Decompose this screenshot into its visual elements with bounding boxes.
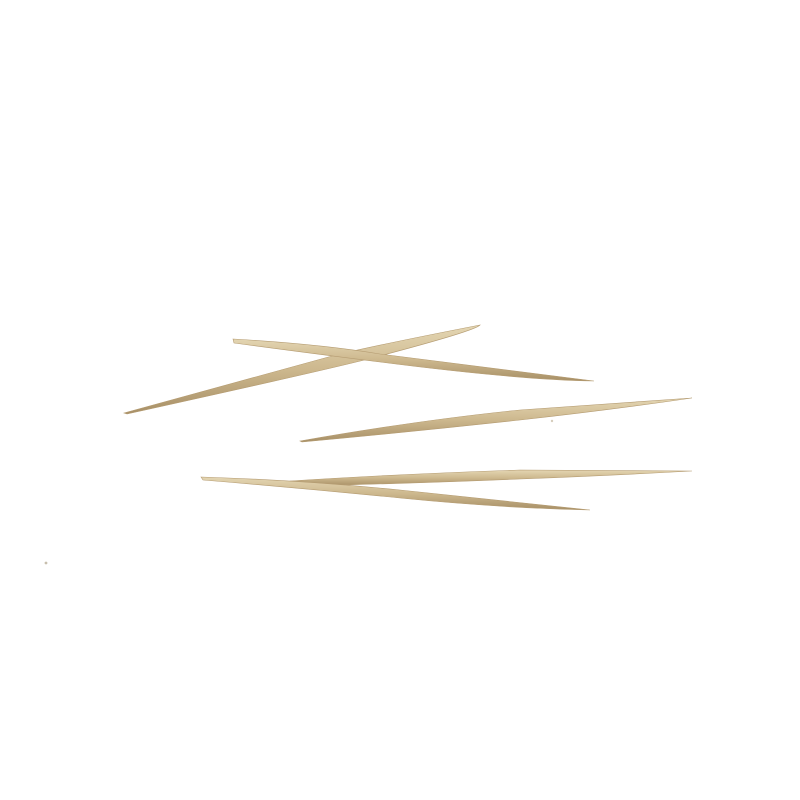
toothpick	[289, 469, 693, 487]
toothpick	[299, 397, 693, 443]
speck	[550, 419, 554, 423]
speck	[44, 561, 48, 565]
toothpick	[122, 324, 481, 415]
toothpick	[232, 338, 595, 382]
toothpick	[200, 476, 591, 511]
